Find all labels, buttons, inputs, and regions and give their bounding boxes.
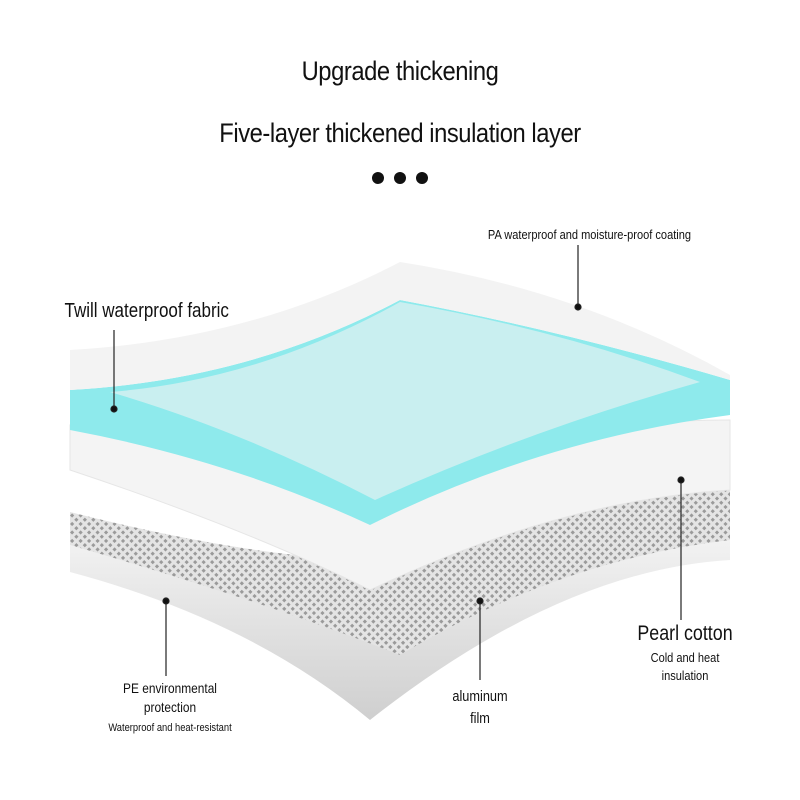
pearl-cotton-desc-2: insulation [661, 668, 709, 683]
aluminum-line-1: aluminum [452, 688, 508, 705]
label-twill-fabric: Twill waterproof fabric [64, 300, 229, 322]
dots-divider [372, 171, 428, 189]
page-subtitle: Five-layer thickened insulation layer [219, 118, 581, 148]
pearl-cotton-title: Pearl cotton [637, 622, 733, 645]
label-pa-coating: PA waterproof and moisture-proof coating [487, 227, 692, 242]
page-title: Upgrade thickening [301, 56, 499, 86]
label-aluminum-film: aluminum film [438, 686, 523, 730]
pe-desc: Waterproof and heat-resistant [108, 722, 232, 734]
pearl-cotton-desc-1: Cold and heat [650, 650, 720, 665]
pa-coating-layer [70, 262, 730, 390]
twill-fabric-inner [110, 302, 700, 500]
aluminum-line-2: film [470, 710, 490, 727]
label-pe-protection: PE environmental protection Waterproof a… [85, 679, 255, 734]
pe-line-1: PE environmental [123, 680, 217, 696]
pe-line-2: protection [143, 699, 197, 715]
label-pearl-cotton: Pearl cotton Cold and heat insulation [630, 622, 741, 683]
